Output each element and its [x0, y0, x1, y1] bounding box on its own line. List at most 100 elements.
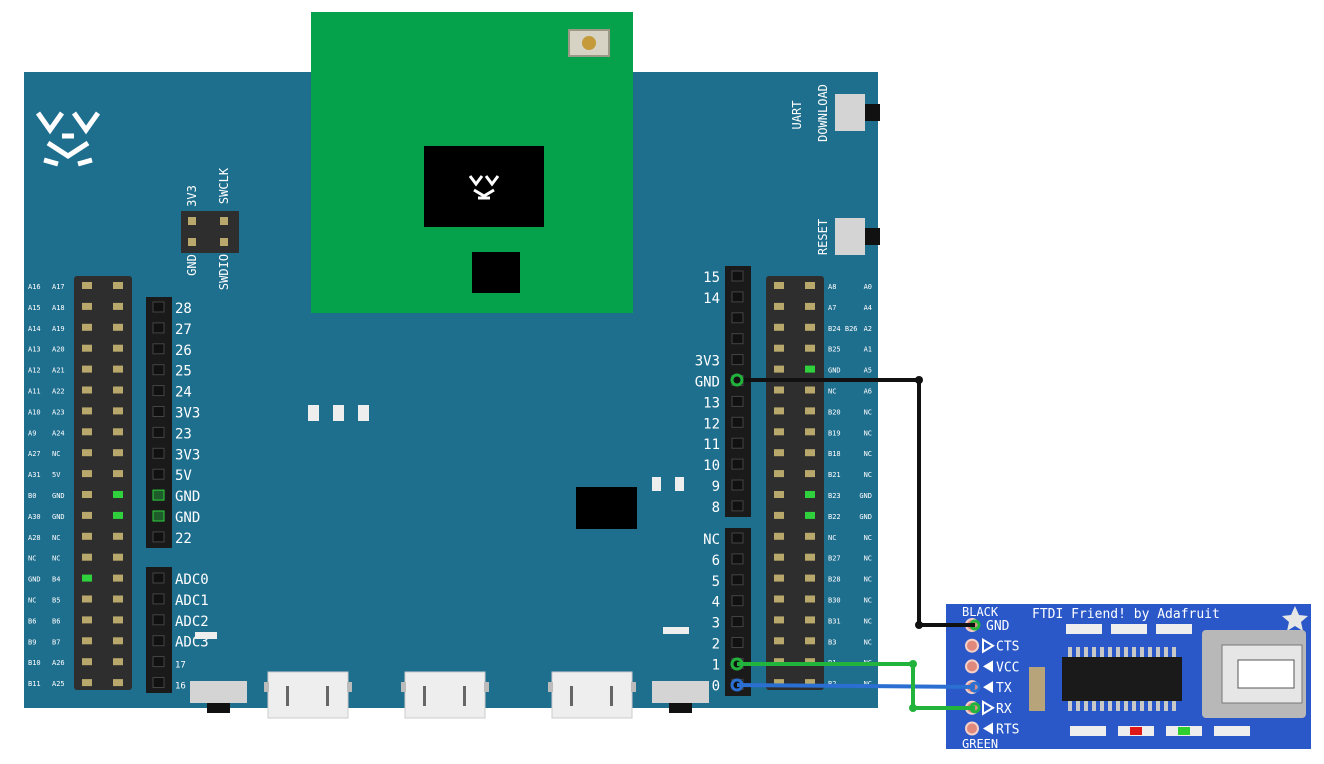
header-pin[interactable]: [113, 491, 123, 498]
header-pin[interactable]: [731, 354, 744, 366]
header-pin[interactable]: [731, 312, 744, 324]
header-pin[interactable]: [113, 407, 123, 415]
header-pin[interactable]: [805, 658, 815, 666]
header-pin[interactable]: [731, 333, 744, 345]
header-pin[interactable]: [82, 616, 92, 624]
header-pin[interactable]: [805, 323, 815, 331]
header-pin[interactable]: [113, 553, 123, 561]
header-pin[interactable]: [113, 595, 123, 603]
header-pin[interactable]: [774, 679, 784, 687]
header-pin[interactable]: [805, 282, 815, 289]
usb-port-2[interactable]: [401, 671, 489, 719]
ftdi-pin-pad[interactable]: [965, 721, 979, 736]
header-pin[interactable]: [113, 532, 123, 540]
uart-download-button[interactable]: [835, 94, 865, 131]
header-pin[interactable]: [731, 500, 744, 512]
header-pin[interactable]: [82, 365, 92, 373]
header-pin[interactable]: [152, 572, 165, 584]
header-pin[interactable]: [774, 658, 784, 666]
header-pin[interactable]: [82, 323, 92, 331]
header-pin[interactable]: [774, 282, 784, 289]
header-pin[interactable]: [152, 301, 165, 313]
header-pin[interactable]: [113, 282, 123, 289]
header-pin[interactable]: [774, 449, 784, 457]
header-pin[interactable]: [805, 553, 815, 561]
header-pin[interactable]: [774, 470, 784, 478]
usb-port-3[interactable]: [548, 671, 636, 719]
header-pin[interactable]: [805, 407, 815, 415]
header-pin[interactable]: [731, 291, 744, 303]
header-pin[interactable]: [731, 637, 744, 648]
header-pin[interactable]: [774, 365, 784, 373]
header-pin[interactable]: [82, 553, 92, 561]
header-pin[interactable]: [113, 637, 123, 645]
header-pin[interactable]: [152, 447, 165, 459]
header-pin[interactable]: [152, 656, 165, 668]
header-pin[interactable]: [774, 553, 784, 561]
header-pin[interactable]: [152, 677, 165, 688]
header-pin[interactable]: [774, 616, 784, 624]
header-pin[interactable]: [774, 323, 784, 331]
header-pin[interactable]: [805, 344, 815, 352]
reset-button[interactable]: [835, 218, 865, 255]
header-pin[interactable]: [774, 407, 784, 415]
bottom-button-left[interactable]: [190, 681, 247, 703]
header-pin[interactable]: [152, 426, 165, 438]
header-pin[interactable]: [774, 491, 784, 498]
header-pin[interactable]: [731, 395, 744, 407]
header-pin[interactable]: [774, 344, 784, 352]
header-pin[interactable]: [774, 428, 784, 436]
header-pin[interactable]: [82, 344, 92, 352]
header-pin[interactable]: [152, 468, 165, 480]
header-pin[interactable]: [731, 416, 744, 428]
header-pin[interactable]: [731, 532, 744, 544]
header-pin[interactable]: [113, 679, 123, 687]
header-pin[interactable]: [805, 637, 815, 645]
header-pin[interactable]: [113, 574, 123, 582]
header-pin[interactable]: [774, 386, 784, 394]
header-pin[interactable]: [113, 616, 123, 624]
header-pin[interactable]: [113, 365, 123, 373]
header-pin[interactable]: [774, 637, 784, 645]
header-pin[interactable]: [113, 658, 123, 666]
header-pin[interactable]: [731, 616, 744, 628]
header-pin[interactable]: [82, 428, 92, 436]
header-pin[interactable]: [152, 510, 165, 522]
header-pin[interactable]: [82, 637, 92, 645]
header-pin[interactable]: [731, 595, 744, 607]
header-pin[interactable]: [82, 658, 92, 666]
header-pin[interactable]: [152, 364, 165, 376]
header-pin[interactable]: [113, 449, 123, 457]
header-pin[interactable]: [152, 593, 165, 605]
header-pin[interactable]: [805, 574, 815, 582]
header-pin[interactable]: [113, 511, 123, 519]
header-pin[interactable]: [152, 635, 165, 647]
header-pin[interactable]: [152, 385, 165, 397]
header-pin[interactable]: [805, 532, 815, 540]
header-pin[interactable]: [805, 679, 815, 687]
header-pin[interactable]: [82, 449, 92, 457]
header-pin[interactable]: [805, 386, 815, 394]
header-pin[interactable]: [805, 491, 815, 498]
header-pin[interactable]: [731, 574, 744, 586]
header-pin[interactable]: [774, 511, 784, 519]
header-pin[interactable]: [113, 428, 123, 436]
ftdi-pin-pad[interactable]: [965, 659, 979, 674]
header-pin[interactable]: [113, 302, 123, 310]
header-pin[interactable]: [152, 614, 165, 626]
header-pin[interactable]: [82, 282, 92, 289]
header-pin[interactable]: [152, 343, 165, 355]
header-pin[interactable]: [805, 595, 815, 603]
usb-port-1[interactable]: [264, 671, 352, 719]
header-pin[interactable]: [113, 323, 123, 331]
header-pin[interactable]: [805, 616, 815, 624]
header-pin[interactable]: [805, 449, 815, 457]
header-pin[interactable]: [731, 458, 744, 470]
header-pin[interactable]: [113, 344, 123, 352]
header-pin[interactable]: [82, 386, 92, 394]
header-pin[interactable]: [805, 470, 815, 478]
header-pin[interactable]: [82, 470, 92, 478]
header-pin[interactable]: [152, 531, 165, 543]
header-pin[interactable]: [774, 302, 784, 310]
header-pin[interactable]: [731, 270, 744, 282]
